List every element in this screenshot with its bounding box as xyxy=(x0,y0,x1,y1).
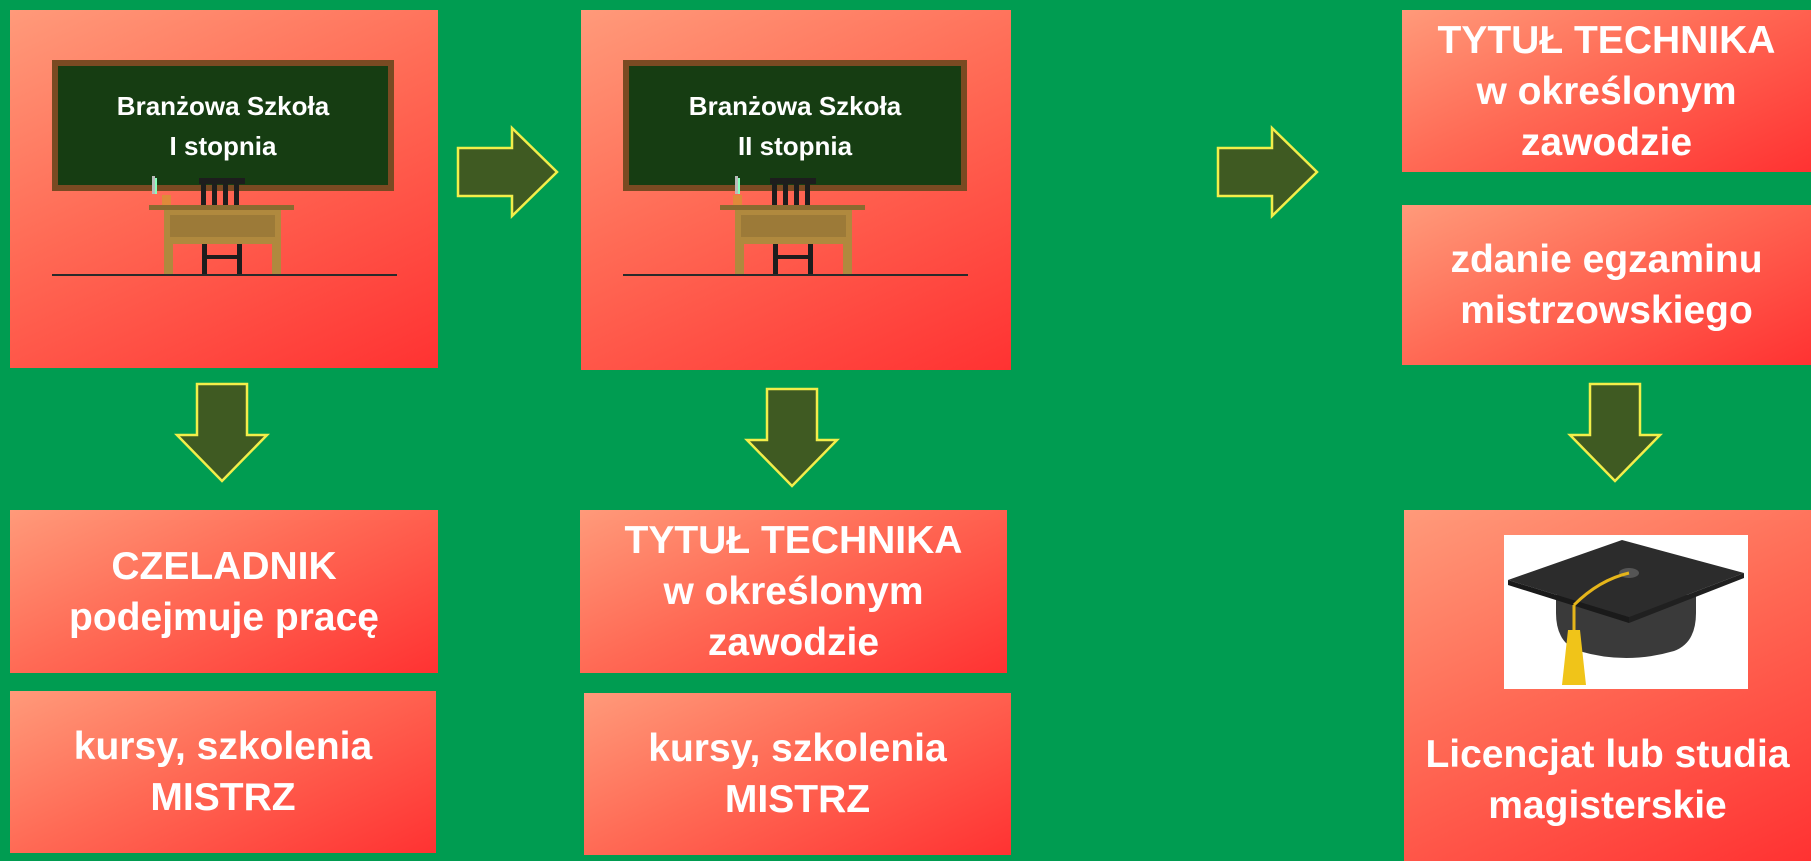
arrow-down-icon xyxy=(1567,382,1663,483)
courses-card-2: kursy, szkolenia MISTRZ xyxy=(584,693,1011,855)
technician-title-text: TYTUŁ TECHNIKA w określonym zawodzie xyxy=(624,519,963,664)
chalkboard-1-text: Branżowa Szkoła I stopnia xyxy=(58,66,388,185)
arrow-down-icon xyxy=(174,382,270,483)
studies-text: Licencjat lub studia magisterskie xyxy=(1425,733,1790,827)
chalkboard-2-text: Branżowa Szkoła II stopnia xyxy=(629,66,961,185)
courses-text-2: kursy, szkolenia MISTRZ xyxy=(648,727,947,821)
courses-card-1: kursy, szkolenia MISTRZ xyxy=(10,691,436,853)
journeyman-text: CZELADNIK podejmuje pracę xyxy=(69,544,379,639)
technician-title-text-2: TYTUŁ TECHNIKA w określonym zawodzie xyxy=(1437,18,1776,164)
classroom-desk-icon xyxy=(52,176,397,276)
graduation-cap-icon xyxy=(1508,540,1744,685)
courses-text-1: kursy, szkolenia MISTRZ xyxy=(73,725,373,819)
chalkboard-2: Branżowa Szkoła II stopnia xyxy=(623,60,967,191)
chalkboard-1: Branżowa Szkoła I stopnia xyxy=(52,60,394,191)
classroom-desk-icon xyxy=(623,176,968,276)
arrow-down-icon xyxy=(744,387,840,488)
arrow-right-icon xyxy=(1216,125,1319,219)
technician-title-card-2: TYTUŁ TECHNIKA w określonym zawodzie xyxy=(1402,10,1811,172)
master-exam-card: zdanie egzaminu mistrzowskiego xyxy=(1402,205,1811,365)
arrow-right-icon xyxy=(456,125,559,219)
master-exam-text: zdanie egzaminu mistrzowskiego xyxy=(1450,238,1763,332)
journeyman-card: CZELADNIK podejmuje pracę xyxy=(10,510,438,673)
technician-title-card: TYTUŁ TECHNIKA w określonym zawodzie xyxy=(580,510,1007,673)
graduation-photo xyxy=(1504,535,1748,689)
